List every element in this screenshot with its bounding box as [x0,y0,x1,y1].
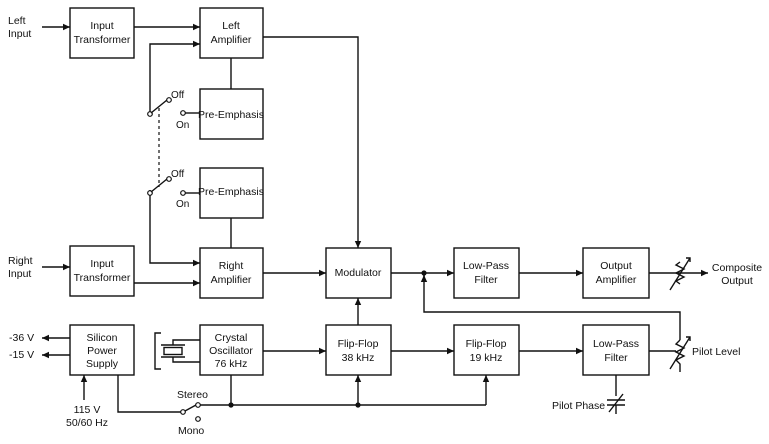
block-pre-emphasis-bottom: Pre-Emphasis [198,167,264,219]
svg-text:Modulator: Modulator [335,267,382,279]
label-stereo: Stereo [177,389,208,401]
label-pilot-level: Pilot Level [692,346,740,358]
pilot-level-pot-icon [669,336,691,372]
composite-output-pot-icon [669,257,691,291]
wires [42,23,708,413]
label-mono: Mono [178,425,204,437]
label-minus-36v: -36 V [9,332,34,344]
label-switch-top-on: On [176,120,189,131]
switch-bottom-icon [147,176,186,196]
block-modulator: Modulator [325,247,392,299]
label-minus-15v: -15 V [9,349,34,361]
svg-text:Pre-Emphasis: Pre-Emphasis [198,186,264,198]
label-switch-top-off: Off [171,90,184,101]
junction-dots [228,270,427,408]
pilot-phase-trimmer-icon [607,393,625,414]
stereo-mono-switch-icon [180,402,201,422]
label-pilot-phase: Pilot Phase [552,400,605,412]
label-switch-bottom-off: Off [171,169,184,180]
switch-top-icon [147,97,186,117]
block-pre-emphasis-top: Pre-Emphasis [198,88,264,140]
svg-text:Pre-Emphasis: Pre-Emphasis [198,109,264,121]
crystal-icon [154,332,185,370]
label-switch-bottom-on: On [176,199,189,210]
